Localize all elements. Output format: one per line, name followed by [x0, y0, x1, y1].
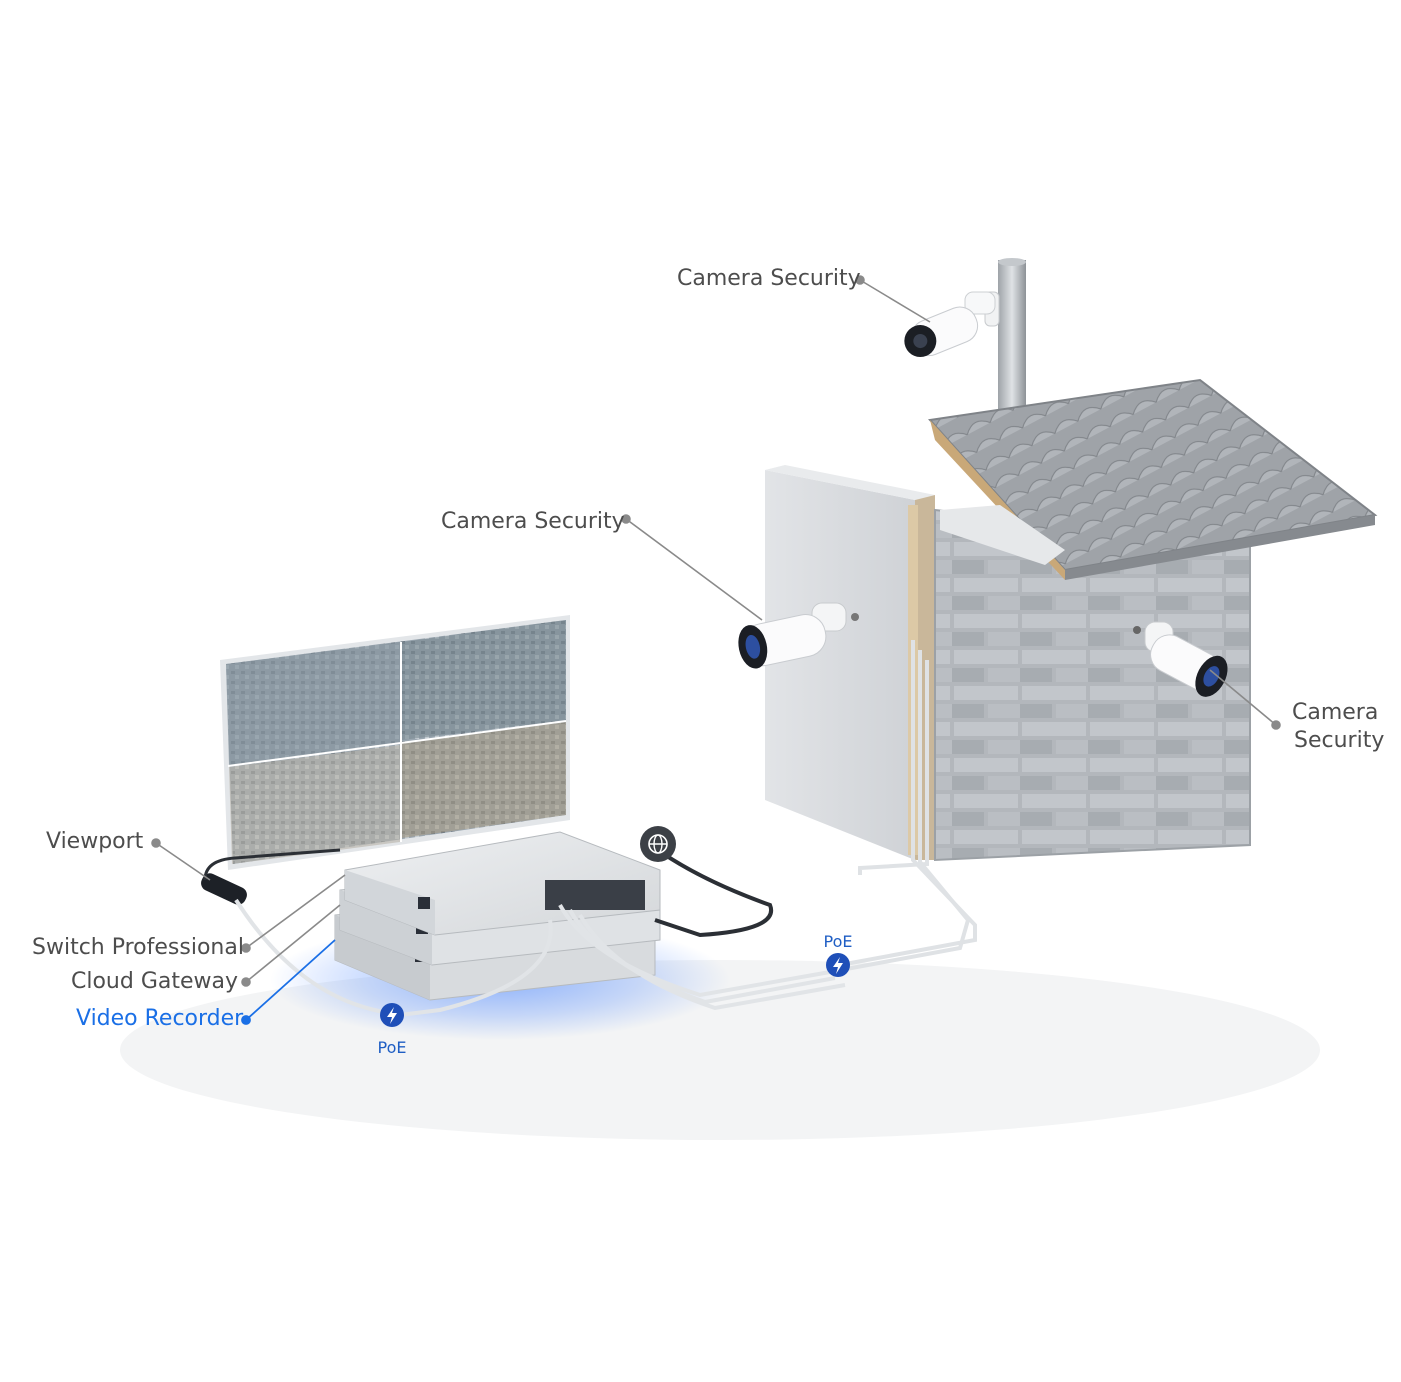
- lightning-icon: [826, 953, 850, 977]
- globe-icon: [640, 826, 676, 862]
- label-camera-right-line2: Security: [1294, 728, 1385, 753]
- label-camera-top: Camera Security: [677, 266, 861, 291]
- camera-wall-left: [738, 602, 859, 669]
- leader-line-recorder: [241, 939, 336, 1025]
- device-stack: [334, 831, 661, 1001]
- label-recorder: Video Recorder: [76, 1006, 244, 1031]
- leader-lines: [151, 275, 1281, 987]
- label-poe-left: PoE: [377, 1038, 407, 1057]
- label-viewport: Viewport: [46, 829, 144, 854]
- camera-wall-right: [1133, 621, 1228, 697]
- label-poe-right: PoE: [823, 932, 853, 951]
- label-camera-right-line1: Camera: [1292, 700, 1379, 725]
- monitor-display: [220, 615, 570, 870]
- stack-cables: [234, 898, 846, 1017]
- label-gateway: Cloud Gateway: [71, 969, 239, 994]
- uplink-cable: [653, 846, 774, 938]
- building-cables: [829, 640, 977, 974]
- camera-pole-mounted: [904, 291, 1000, 358]
- building-side-wall: [765, 470, 915, 860]
- camera-pole: [998, 260, 1026, 420]
- building: [765, 258, 1378, 862]
- lightning-icon: [380, 1003, 404, 1027]
- label-camera-left: Camera Security: [441, 509, 625, 534]
- label-switch: Switch Professional: [32, 935, 244, 960]
